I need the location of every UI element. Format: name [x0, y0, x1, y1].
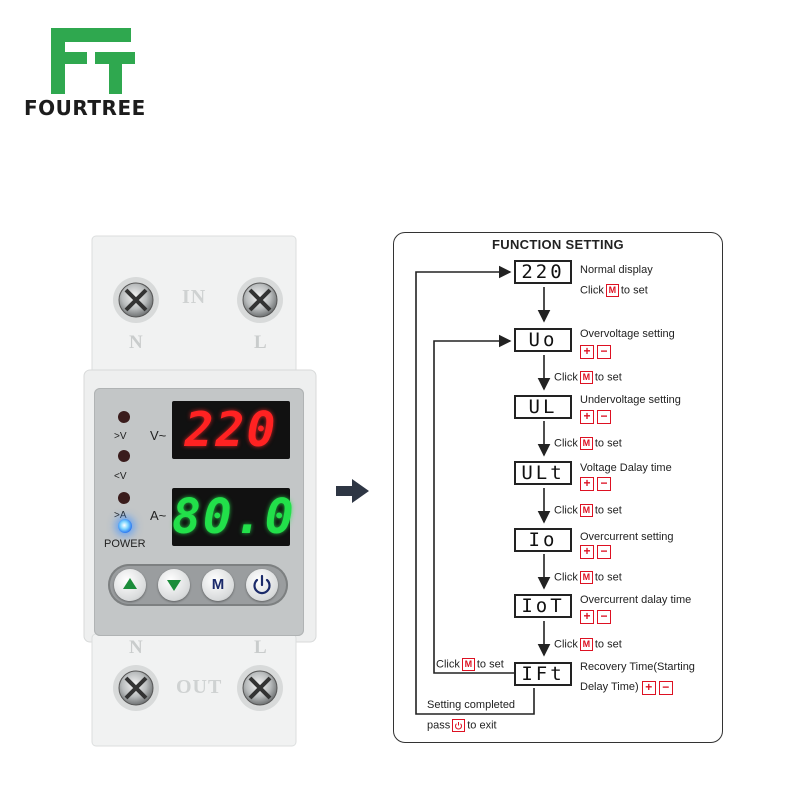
voltage-unit-label: V~ — [150, 428, 167, 443]
plus-minus-keys: +− — [580, 345, 614, 359]
over-current-led — [118, 492, 130, 504]
terminal-l-bottom: L — [254, 637, 267, 658]
menu-key-label: M — [211, 576, 225, 593]
under-voltage-label: <V — [114, 471, 127, 482]
step-recovery-time-label-2: Delay Time) +− — [580, 681, 676, 695]
power-button[interactable] — [246, 569, 278, 601]
function-setting-card: FUNCTION SETTING 220 Normal display Clic… — [393, 232, 723, 743]
lcd-normal-display: 220 — [514, 260, 572, 284]
plus-minus-keys: +− — [580, 477, 614, 491]
voltage-display: 220 — [172, 401, 290, 459]
step-undervoltage-label: Undervoltage setting — [580, 394, 681, 406]
step-overcurrent-label: Overcurrent setting — [580, 531, 674, 543]
terminal-n-top: N — [129, 332, 143, 353]
plus-minus-keys: +− — [580, 545, 614, 559]
flow-connectors — [415, 265, 551, 715]
voltage-protector-device: N IN L N OUT L >V <V >A V~ A~ 220 80.0 P… — [80, 230, 320, 750]
lcd-recovery-time: IFt — [514, 662, 572, 686]
terminal-l-top: L — [254, 332, 267, 353]
plus-minus-keys: +− — [580, 610, 614, 624]
function-setting-title: FUNCTION SETTING — [492, 237, 624, 252]
over-voltage-led — [118, 411, 130, 423]
under-voltage-led — [118, 450, 130, 462]
up-button[interactable] — [114, 569, 146, 601]
step-recovery-time-label: Recovery Time(Starting — [580, 661, 695, 673]
power-icon — [253, 574, 271, 595]
over-current-label: >A — [114, 510, 127, 521]
power-indicator-led — [118, 519, 132, 533]
power-label: POWER — [104, 538, 146, 550]
lcd-overcurrent-delay: IoT — [514, 594, 572, 618]
power-key-icon — [452, 719, 466, 732]
step-overcurrent-delay-label: Overcurrent dalay time — [580, 594, 692, 606]
lcd-overvoltage: Uo — [514, 328, 572, 352]
lcd-overcurrent: Io — [514, 528, 572, 552]
up-arrow-icon — [123, 578, 137, 589]
arrow-right-icon — [336, 479, 369, 503]
step-voltage-delay-label: Voltage Dalay time — [580, 462, 672, 474]
brand-name: FOURTREE — [24, 96, 146, 120]
plus-minus-keys: +− — [580, 410, 614, 424]
step-normal-display-label: Normal display — [580, 264, 653, 276]
terminal-out-label: OUT — [176, 676, 223, 698]
down-button[interactable] — [158, 569, 190, 601]
fourtree-logo-mark — [51, 28, 135, 94]
menu-button[interactable]: M — [202, 569, 234, 601]
current-unit-label: A~ — [150, 508, 167, 523]
terminal-in-label: IN — [182, 286, 207, 308]
brand-logo: FOURTREE — [24, 28, 146, 128]
down-arrow-icon — [167, 580, 181, 591]
front-panel: >V <V >A V~ A~ 220 80.0 POWER M — [94, 388, 304, 636]
lcd-voltage-delay: ULt — [514, 461, 572, 485]
lcd-undervoltage: UL — [514, 395, 572, 419]
setting-completed-label: Setting completed — [427, 699, 516, 711]
step-overvoltage-label: Overvoltage setting — [580, 328, 675, 340]
terminal-n-bottom: N — [129, 637, 143, 658]
over-voltage-label: >V — [114, 431, 127, 442]
current-display: 80.0 — [172, 488, 296, 546]
control-button-bar: M — [108, 564, 288, 606]
